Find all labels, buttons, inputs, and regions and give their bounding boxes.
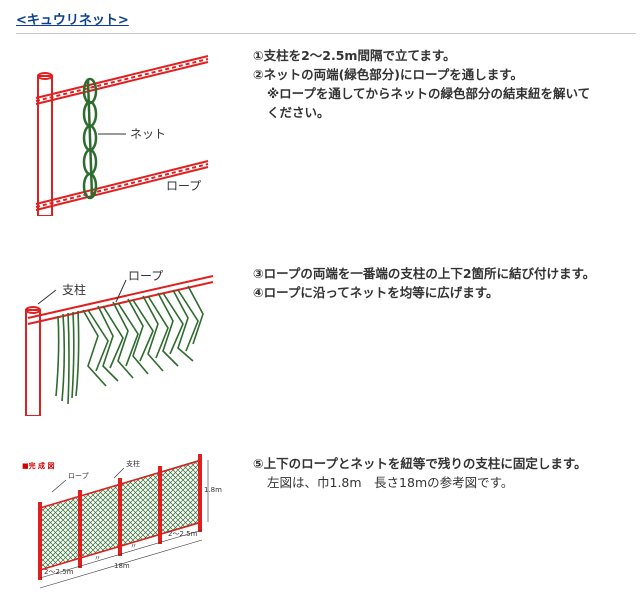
step3-line1: ⑤上下のロープとネットを紐等で残りの支柱に固定します。 bbox=[253, 456, 587, 471]
rope-label-3: ロープ bbox=[68, 472, 89, 480]
step1-note-cont: ください。 bbox=[267, 105, 330, 120]
figure-net-spreading: 支柱 ロープ bbox=[25, 269, 214, 416]
step1-line2: ②ネットの両端(緑色部分)にロープを通します。 bbox=[253, 67, 524, 82]
ditto-label-1: 〃 bbox=[94, 554, 101, 562]
title-divider bbox=[16, 33, 636, 34]
section-title: <キュウリネット> bbox=[16, 13, 129, 28]
rope-drawing bbox=[35, 55, 209, 211]
step2-line1: ③ロープの両端を一番端の支柱の上下2箇所に結び付けます。 bbox=[253, 266, 596, 281]
figure-completed: ■完 成 図 ロープ 支柱 1.8m 2〜2.5m 〃 〃 2〜2.5m 18m bbox=[22, 454, 222, 589]
net-label: ネット bbox=[130, 127, 166, 141]
step3-text: ⑤上下のロープとネットを紐等で残りの支柱に固定します。 左図は、巾1.8m 長さ… bbox=[253, 454, 587, 492]
step1-line1: ①支柱を2〜2.5m間隔で立てます。 bbox=[253, 48, 456, 63]
step2-line2: ④ロープに沿ってネットを均等に広げます。 bbox=[253, 285, 499, 300]
rope-label: ロープ bbox=[166, 179, 201, 193]
posts-drawing bbox=[38, 454, 202, 580]
spacing-left-label: 2〜2.5m bbox=[44, 568, 74, 576]
ditto-label-2: 〃 bbox=[130, 542, 137, 550]
net-bundle-drawing bbox=[82, 77, 98, 200]
ropes-drawing bbox=[39, 459, 203, 571]
post-label-3: 支柱 bbox=[126, 459, 140, 468]
figure-rope-threading: ネット ロープ bbox=[35, 55, 209, 216]
rope-label-2: ロープ bbox=[128, 269, 163, 283]
spacing-right-label: 2〜2.5m bbox=[168, 530, 198, 538]
length-label: 18m bbox=[114, 562, 130, 570]
post-drawing bbox=[37, 72, 53, 216]
step2-text: ③ロープの両端を一番端の支柱の上下2箇所に結び付けます。 ④ロープに沿ってネット… bbox=[253, 264, 595, 302]
net-spread-drawing bbox=[55, 285, 204, 405]
complete-figure-label: ■完 成 図 bbox=[22, 461, 55, 470]
step1-text: ①支柱を2〜2.5m間隔で立てます。 ②ネットの両端(緑色部分)にロープを通しま… bbox=[253, 46, 590, 122]
height-label: 1.8m bbox=[204, 486, 222, 494]
post-drawing-2 bbox=[25, 306, 41, 416]
step3-line2: 左図は、巾1.8m 長さ18mの参考図です。 bbox=[267, 475, 514, 490]
step1-note: ※ロープを通してからネットの緑色部分の結束紐を解いて bbox=[267, 86, 591, 101]
post-label: 支柱 bbox=[62, 282, 86, 297]
